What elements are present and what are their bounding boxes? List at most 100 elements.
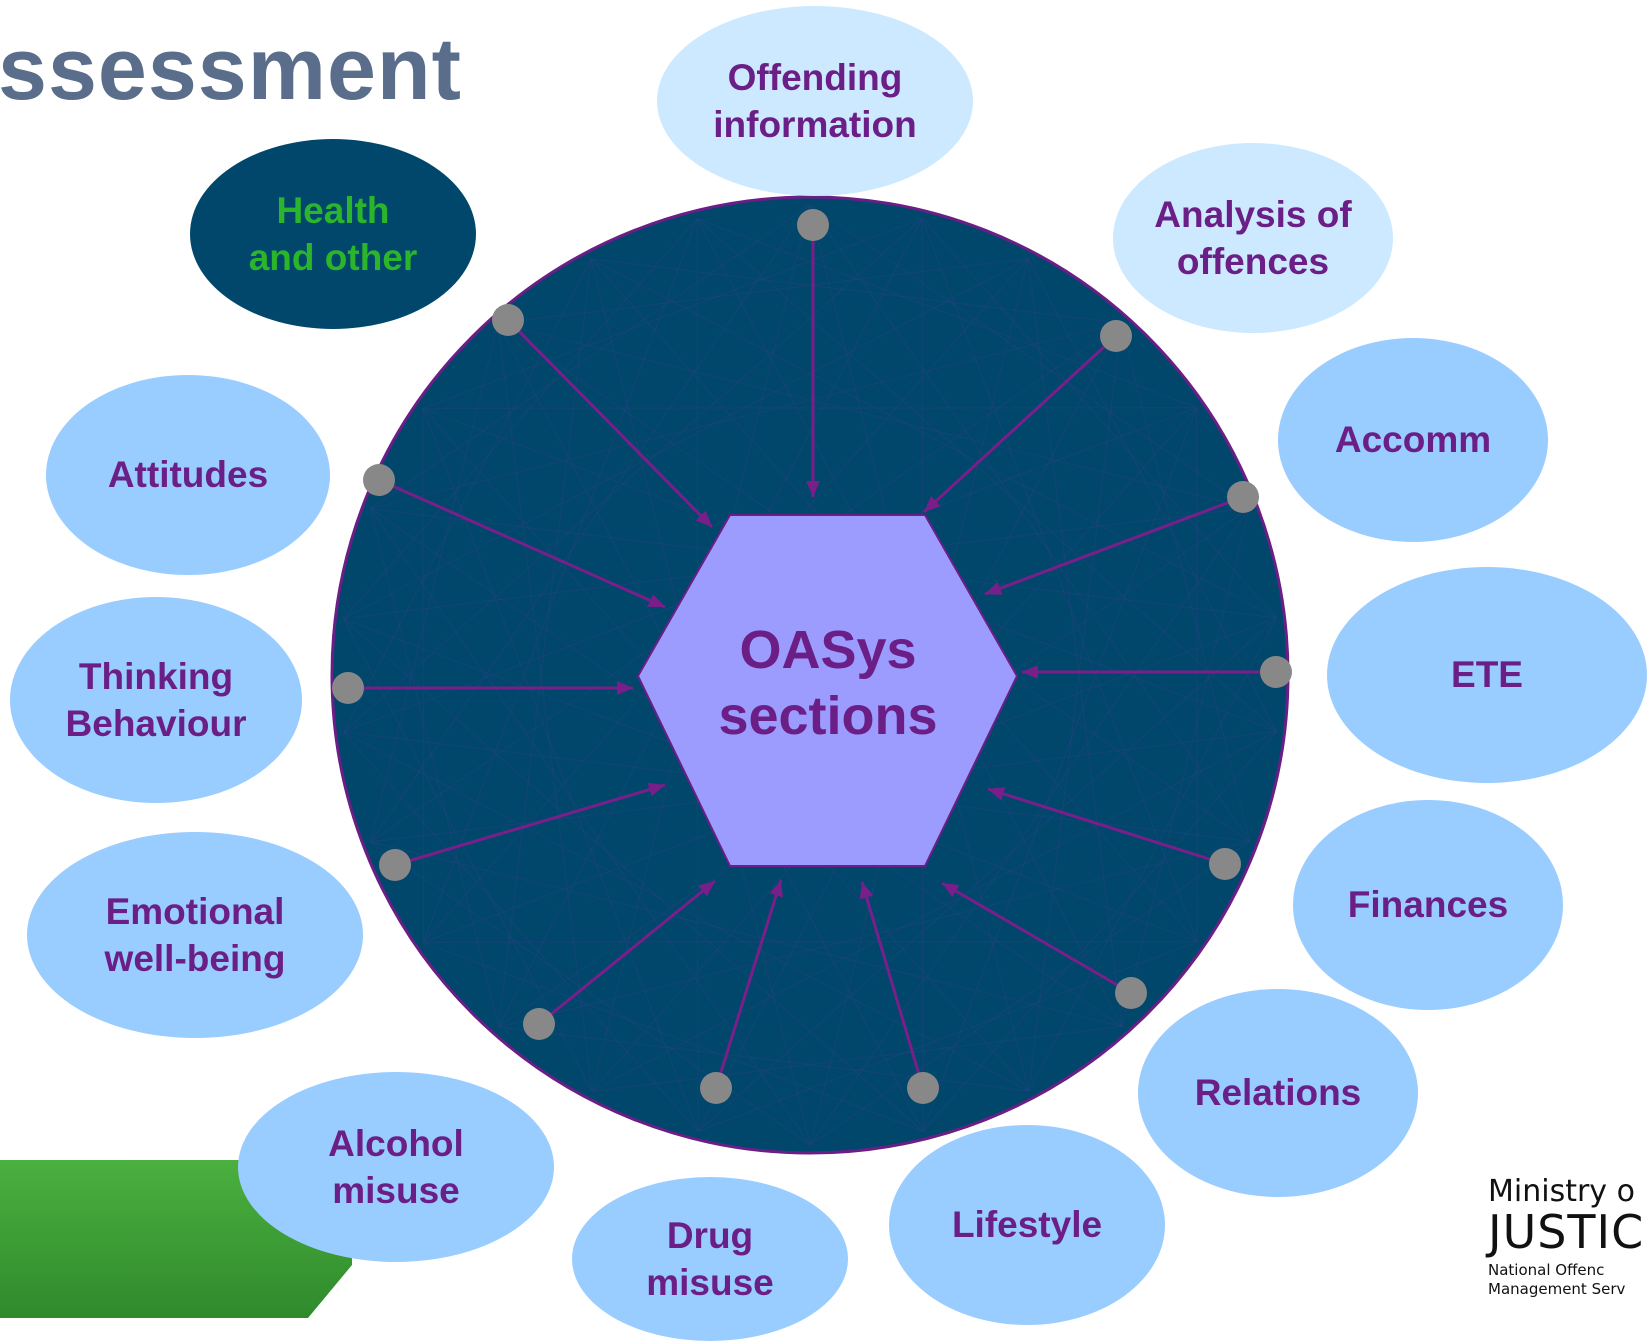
mesh-line bbox=[1121, 507, 1250, 1027]
mesh-line bbox=[369, 508, 811, 1146]
mesh-line bbox=[921, 218, 1277, 619]
mesh-line bbox=[697, 617, 1277, 1132]
mesh-line bbox=[1027, 258, 1278, 732]
label-line2: well-being bbox=[104, 937, 286, 979]
logo-line1: Ministry o bbox=[1488, 1174, 1635, 1209]
mesh-line bbox=[1028, 617, 1277, 1092]
arrowhead-alcohol-misuse bbox=[698, 881, 715, 897]
node-lifestyle bbox=[907, 1072, 939, 1104]
mesh-line bbox=[343, 218, 698, 620]
label-ete: ETE bbox=[1327, 651, 1647, 698]
node-ete bbox=[1260, 656, 1292, 688]
mesh-line bbox=[591, 258, 1277, 619]
arrowhead-emotional-well-being bbox=[647, 782, 665, 797]
mesh-line bbox=[810, 840, 1250, 1146]
label-line1: Offending bbox=[727, 56, 903, 98]
arrowhead-thinking-behaviour bbox=[617, 681, 633, 695]
arrow-accomm bbox=[984, 495, 1244, 596]
node-relations bbox=[1115, 977, 1147, 1009]
mesh-line bbox=[342, 618, 593, 1092]
label-line1: Lifestyle bbox=[951, 1204, 1103, 1246]
mesh-line bbox=[343, 731, 699, 1132]
bubble-emotional-well-being bbox=[27, 832, 363, 1038]
label-line1: Thinking bbox=[78, 655, 234, 697]
arrow-attitudes bbox=[378, 478, 666, 609]
node-finances bbox=[1209, 848, 1241, 880]
label-line1: Emotional bbox=[105, 890, 285, 932]
arrow-lifestyle bbox=[860, 881, 925, 1089]
mesh-line bbox=[498, 840, 1250, 1028]
center-label-line2: sections bbox=[718, 685, 938, 746]
node-health-and-other bbox=[492, 304, 524, 336]
label-offending-information: Offending information bbox=[657, 54, 973, 149]
arrowhead-drug-misuse bbox=[769, 880, 783, 898]
page-title: ssessment bbox=[0, 19, 462, 118]
arrowhead-finances bbox=[988, 787, 1006, 801]
mesh-line bbox=[422, 218, 698, 943]
mesh-line bbox=[343, 258, 592, 733]
mesh-line bbox=[422, 408, 699, 1132]
mesh-line bbox=[370, 204, 810, 510]
node-accomm bbox=[1227, 481, 1259, 513]
bubble-attitudes bbox=[46, 375, 330, 575]
node-emotional-well-being bbox=[379, 849, 411, 881]
mesh-line bbox=[697, 941, 1198, 1132]
arrow-analysis-of-offences bbox=[922, 334, 1118, 514]
arrowhead-relations bbox=[942, 883, 960, 898]
section-bubbles bbox=[10, 6, 1647, 1341]
mesh-line bbox=[423, 941, 1198, 943]
mesh-line bbox=[809, 507, 1250, 1146]
node-attitudes bbox=[363, 464, 395, 496]
arrowhead-analysis-of-offences bbox=[924, 496, 941, 512]
mesh-line bbox=[809, 204, 1250, 509]
arrowhead-ete bbox=[1022, 665, 1038, 679]
mesh-line bbox=[497, 322, 1250, 509]
mesh-line bbox=[497, 323, 593, 1092]
label-health-and-other: Health and other bbox=[190, 187, 476, 282]
mesh-line bbox=[922, 730, 1277, 1132]
node-drug-misuse bbox=[700, 1072, 732, 1104]
mesh-line bbox=[921, 218, 1198, 942]
bubble-lifestyle bbox=[889, 1125, 1165, 1325]
bubble-accomm bbox=[1278, 338, 1548, 542]
mesh-line bbox=[370, 323, 499, 843]
label-attitudes: Attitudes bbox=[46, 451, 330, 498]
mesh-line bbox=[422, 218, 923, 409]
mesh-line bbox=[1028, 322, 1122, 1092]
node-offending-information bbox=[797, 209, 829, 241]
label-lifestyle: Lifestyle bbox=[889, 1201, 1165, 1248]
mesh-line bbox=[422, 407, 1197, 409]
mesh-line bbox=[497, 258, 1029, 324]
mesh-line bbox=[1120, 322, 1251, 842]
label-line1: Health bbox=[276, 189, 390, 231]
label-analysis-of-offences: Analysis of offences bbox=[1113, 191, 1393, 286]
logo-line4: Management Serv bbox=[1488, 1280, 1626, 1298]
label-line1: Analysis of bbox=[1154, 193, 1352, 235]
mesh-line bbox=[343, 218, 923, 733]
mesh-line bbox=[809, 204, 1251, 842]
label-line2: information bbox=[713, 103, 917, 145]
arrowhead-lifestyle bbox=[859, 882, 874, 900]
mesh-line bbox=[343, 731, 1029, 1092]
label-line2: and other bbox=[248, 236, 418, 278]
node-analysis-of-offences bbox=[1100, 320, 1132, 352]
bubble-offending-information bbox=[657, 6, 973, 196]
mesh-line bbox=[1027, 258, 1123, 1027]
mesh-line bbox=[423, 941, 924, 1132]
mesh-line bbox=[370, 204, 811, 843]
label-line2: offences bbox=[1176, 240, 1330, 282]
label-line1: Accomm bbox=[1334, 419, 1492, 461]
arrow-emotional-well-being bbox=[394, 783, 666, 867]
mesh-line bbox=[369, 508, 500, 1028]
bubble-analysis-of-offences bbox=[1113, 143, 1393, 333]
arrow-finances bbox=[987, 787, 1226, 866]
logo-line2: JUSTIC bbox=[1488, 1205, 1645, 1259]
mesh-line bbox=[591, 1026, 1123, 1092]
circle-mesh bbox=[342, 204, 1278, 1146]
mesh-line bbox=[370, 841, 811, 1146]
connector-nodes bbox=[332, 209, 1292, 1104]
label-line1: Drug bbox=[666, 1214, 754, 1256]
ministry-of-justice-logo: Ministry o JUSTIC National Offenc Manage… bbox=[1488, 1175, 1644, 1299]
